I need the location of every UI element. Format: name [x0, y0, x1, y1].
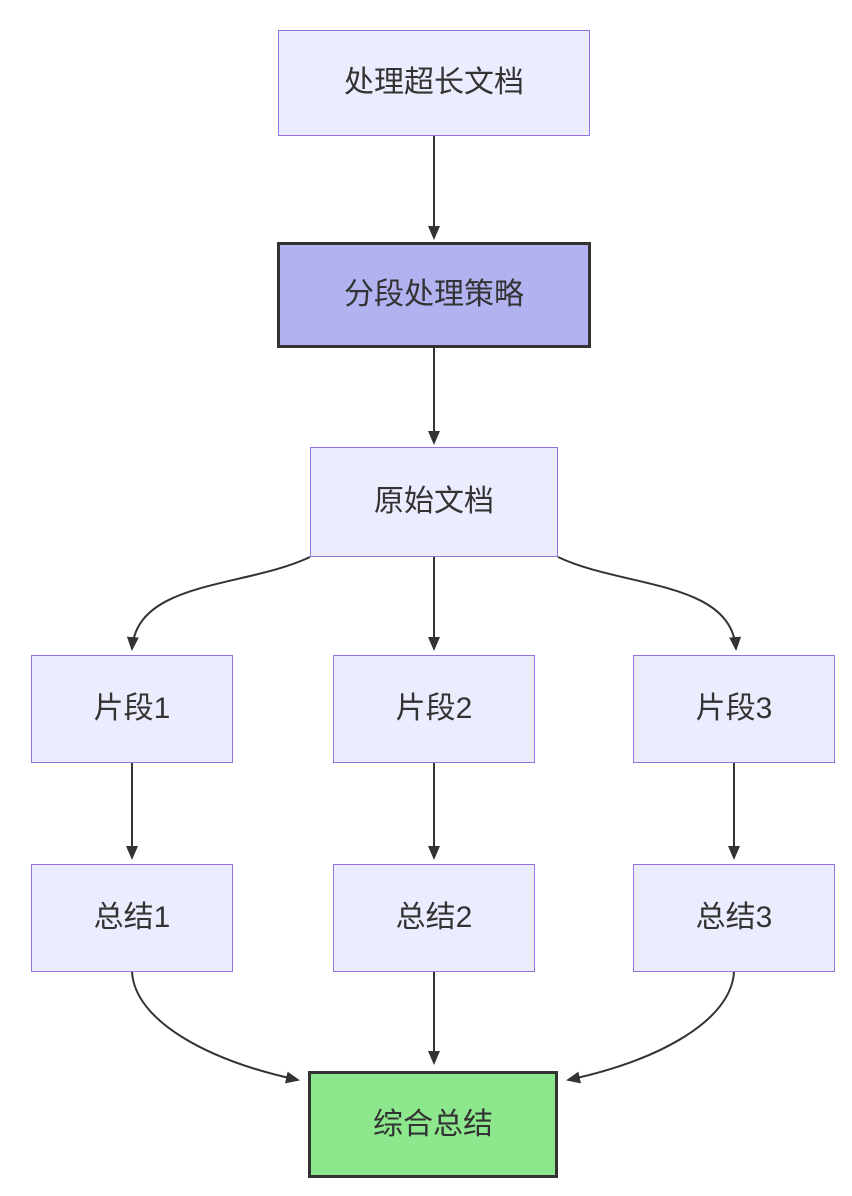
edge-e1-f: [131, 971, 300, 1084]
node-fragment-1: 片段1: [31, 655, 233, 763]
edge-e3-f: [566, 971, 735, 1084]
node-summary-3: 总结3: [633, 864, 835, 972]
node-segment-strategy: 分段处理策略: [277, 242, 591, 348]
node-summary-2: 总结2: [333, 864, 535, 972]
node-summary-1: 总结1: [31, 864, 233, 972]
node-final-summary: 综合总结: [308, 1071, 558, 1178]
node-fragment-2: 片段2: [333, 655, 535, 763]
node-original-document: 原始文档: [310, 447, 558, 557]
edge-c-d3: [557, 556, 742, 651]
node-process-long-document: 处理超长文档: [278, 30, 590, 136]
edge-c-d1: [126, 556, 311, 651]
node-fragment-3: 片段3: [633, 655, 835, 763]
